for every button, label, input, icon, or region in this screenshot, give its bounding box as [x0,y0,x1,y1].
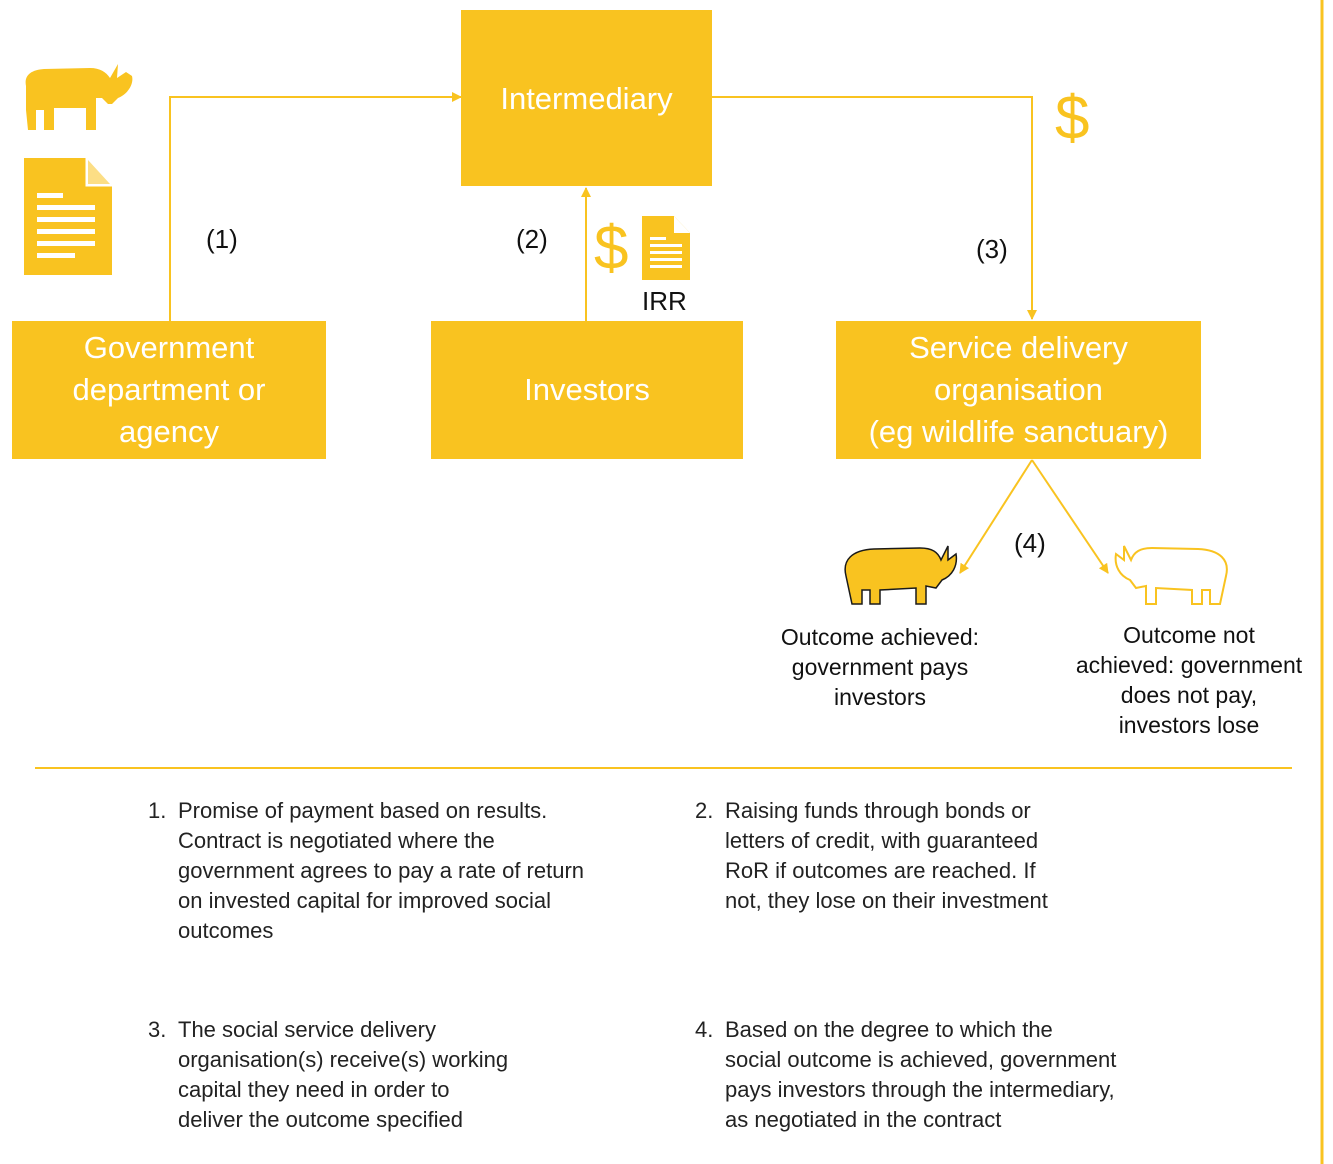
intermediary-label: Intermediary [500,81,673,116]
arrow-intermediary-to-service [712,96,1037,320]
document-icon [24,156,114,275]
service-delivery-box: Service delivery organisation (eg wildli… [836,321,1201,459]
rhino-outline-icon [1114,545,1228,605]
government-label: Government department or agency [72,330,266,449]
small-document-icon [642,216,690,280]
rhino-solid-icon [844,545,958,605]
note-1-text: Promise of payment based on results. Con… [178,798,585,943]
note-2: 2. Raising funds through bonds or letter… [695,796,1215,916]
rhino-icon [25,64,133,130]
irr-label: IRR [642,286,687,316]
service-delivery-label: Service delivery organisation (eg wildli… [868,330,1169,449]
step-4-label: (4) [1014,528,1046,558]
step-1-label: (1) [206,224,238,254]
step-2-label: (2) [516,224,548,254]
note-2-number: 2. [695,798,714,823]
note-4-number: 4. [695,1017,714,1042]
intermediary-box: Intermediary [461,10,712,186]
investors-box: Investors [431,321,743,459]
note-2-text: Raising funds through bonds or letters o… [725,798,1048,913]
note-1-number: 1. [148,798,167,823]
arrow-service-to-not-achieved [1031,459,1109,574]
dollar-icon-investors: $ [594,214,629,283]
investors-label: Investors [524,372,650,407]
note-3-number: 3. [148,1017,167,1042]
note-4-text: Based on the degree to which the social … [725,1017,1117,1132]
note-4: 4. Based on the degree to which the soci… [695,1015,1235,1135]
note-3-text: The social service delivery organisation… [178,1017,509,1132]
arrow-government-to-intermediary [169,92,462,321]
outcome-not-achieved-text: Outcome not achieved: government does no… [1075,622,1303,738]
outcome-achieved-text: Outcome achieved: government pays invest… [780,624,980,710]
government-box: Government department or agency [12,321,326,459]
arrow-service-to-achieved [959,459,1033,574]
dollar-icon: $ [1055,84,1090,153]
note-1: 1. Promise of payment based on results. … [148,796,668,946]
note-3: 3. The social service delivery organisat… [148,1015,668,1135]
step-3-label: (3) [976,234,1008,264]
